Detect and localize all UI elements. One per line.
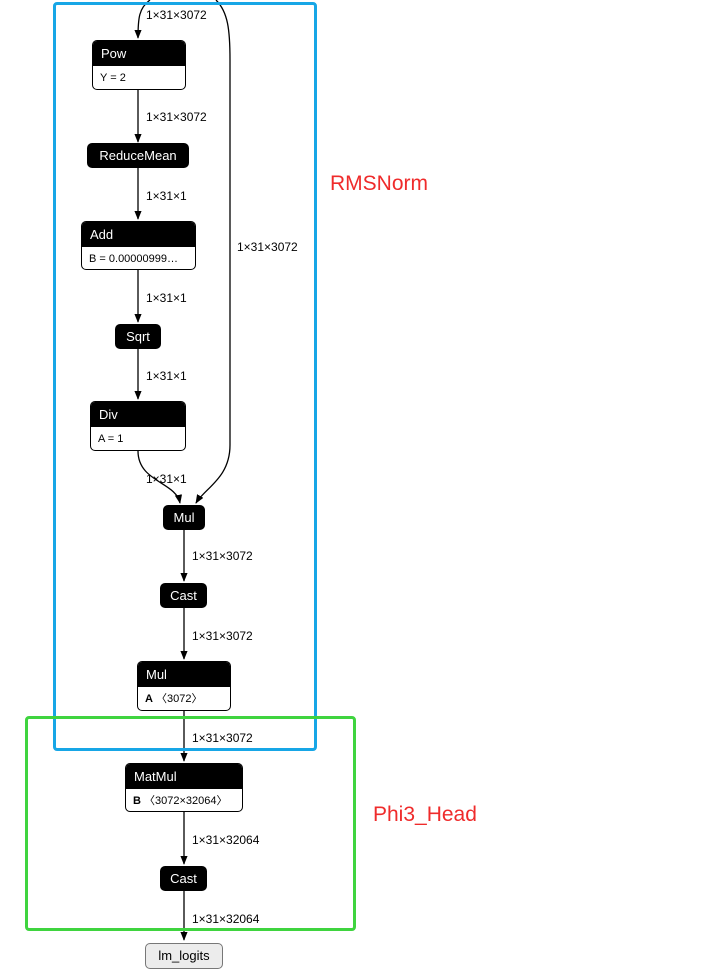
node-matmul-op: MatMul <box>126 764 242 789</box>
edge-label-cast-mul: 1×31×3072 <box>192 629 253 643</box>
edge-label-mul-matmul: 1×31×3072 <box>192 731 253 745</box>
node-cast[interactable]: Cast <box>160 583 207 608</box>
edge-label-pow-reducemean: 1×31×3072 <box>146 110 207 124</box>
node-add[interactable]: Add B = 0.00000999… <box>81 221 196 270</box>
node-matmul-attr: B 〈3072×32064〉 <box>133 795 228 807</box>
node-pow[interactable]: Pow Y = 2 <box>92 40 186 90</box>
edge-skip-to-mul <box>195 0 231 504</box>
node-mul[interactable]: Mul <box>163 505 205 530</box>
group-label-phi3-head: Phi3_Head <box>373 803 477 826</box>
node-add-attr: B = 0.00000999… <box>89 253 179 265</box>
edge-label-div-mul: 1×31×1 <box>146 472 187 486</box>
edge-div-mul <box>137 450 183 504</box>
edge-label-add-sqrt: 1×31×1 <box>146 291 187 305</box>
edge-label-sqrt-div: 1×31×1 <box>146 369 187 383</box>
node-div[interactable]: Div A = 1 <box>90 401 186 451</box>
node-matmul[interactable]: MatMul B 〈3072×32064〉 <box>125 763 243 812</box>
node-div-op: Div <box>91 402 185 427</box>
edge-label-mul-cast: 1×31×3072 <box>192 549 253 563</box>
edge-label-cast-output: 1×31×32064 <box>192 912 260 926</box>
edge-label-top-in: 1×31×3072 <box>146 8 207 22</box>
node-pow-attr: Y = 2 <box>100 72 126 84</box>
node-cast-head[interactable]: Cast <box>160 866 207 891</box>
node-pow-op: Pow <box>93 41 185 66</box>
node-mul-weighted-op: Mul <box>138 662 230 687</box>
node-add-op: Add <box>82 222 195 247</box>
edge-label-skip-to-mul: 1×31×3072 <box>237 240 298 254</box>
group-label-rmsnorm: RMSNorm <box>330 172 428 195</box>
edge-label-matmul-cast: 1×31×32064 <box>192 833 260 847</box>
node-reducemean[interactable]: ReduceMean <box>87 143 189 168</box>
group-rmsnorm <box>53 2 317 751</box>
node-div-attr: A = 1 <box>98 433 124 445</box>
group-phi3-head <box>25 716 356 931</box>
node-mul-weighted[interactable]: Mul A 〈3072〉 <box>137 661 231 711</box>
node-output-lm-logits[interactable]: lm_logits <box>145 943 223 969</box>
node-sqrt[interactable]: Sqrt <box>115 324 161 349</box>
node-mul-weighted-attr: A 〈3072〉 <box>145 693 203 705</box>
edge-label-reducemean-add: 1×31×1 <box>146 189 187 203</box>
